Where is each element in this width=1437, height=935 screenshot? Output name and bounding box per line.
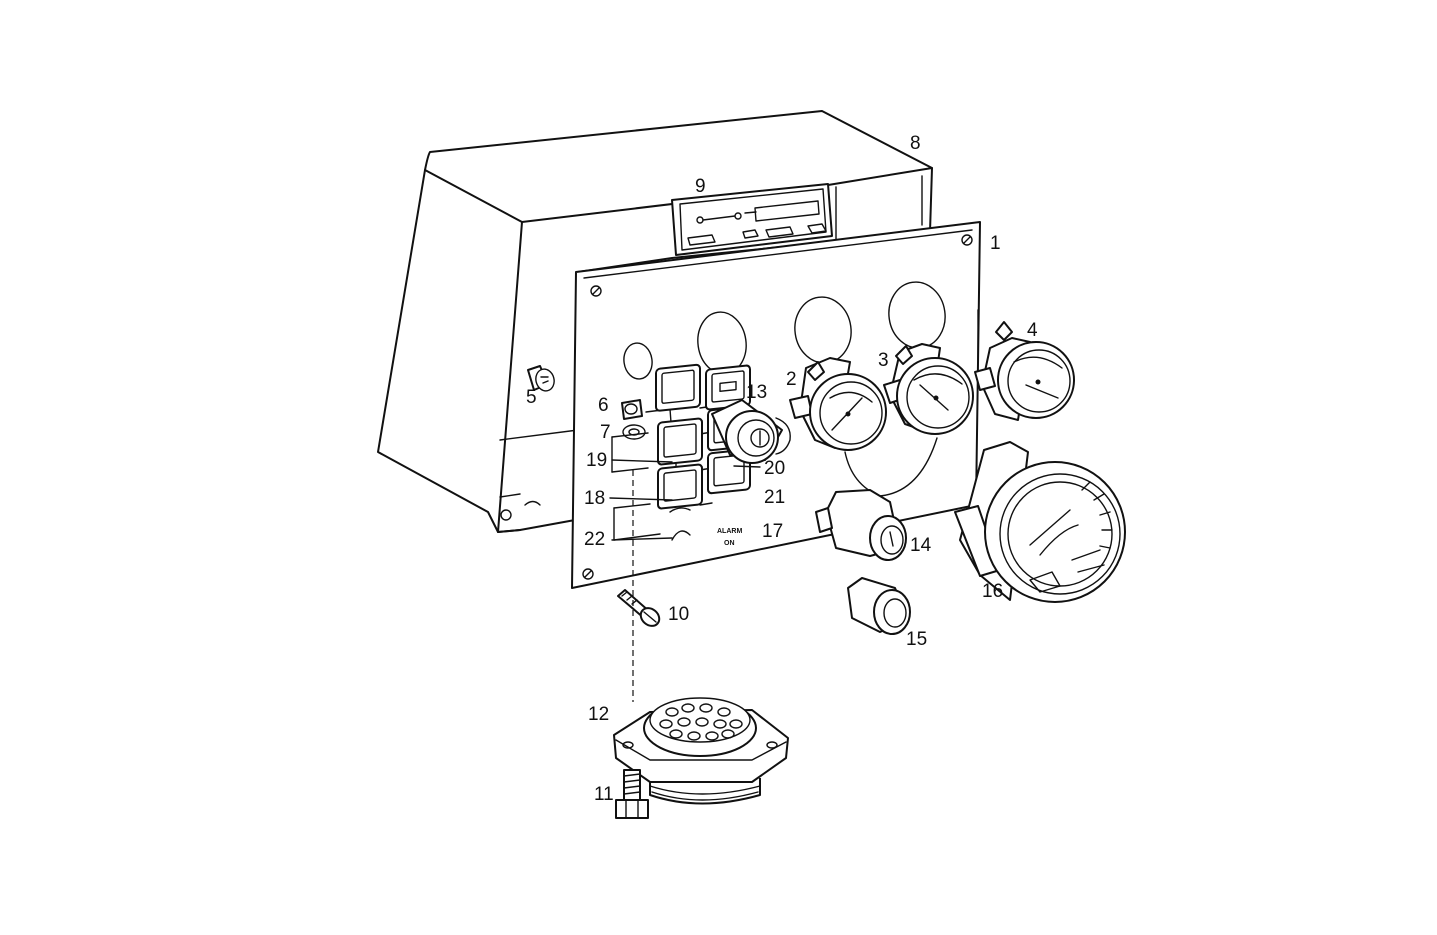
callout-14: 14	[910, 535, 932, 556]
callout-2: 2	[786, 369, 797, 390]
part-5-plug	[527, 365, 555, 392]
callout-13: 13	[746, 382, 767, 403]
callout-6: 6	[598, 395, 609, 416]
gauge-2	[789, 357, 887, 451]
switch-20[interactable]	[705, 364, 751, 411]
callout-1: 1	[990, 233, 1001, 254]
pushbutton-14	[815, 489, 907, 561]
callout-22: 22	[584, 529, 605, 550]
switch-18[interactable]	[657, 417, 703, 513]
switch-22[interactable]	[657, 463, 703, 541]
alarm-text: ALARM	[717, 528, 742, 535]
switch-19[interactable]	[655, 363, 701, 475]
gauge-3	[883, 343, 974, 435]
on-text: ON	[724, 540, 735, 547]
callout-15: 15	[906, 629, 927, 650]
connector-12	[613, 697, 789, 805]
callout-4: 4	[1027, 320, 1038, 341]
callout-9: 9	[695, 176, 706, 197]
part-6-nut	[621, 399, 643, 420]
callout-5: 5	[526, 387, 537, 408]
callouts: 1 2 3 4 5 6 7 8 9 10 11 12 13 14 15 16 1…	[526, 133, 1038, 805]
callout-8: 8	[910, 133, 921, 154]
bolt-11	[615, 769, 649, 819]
gauge-4	[974, 321, 1075, 421]
callout-17: 17	[762, 521, 783, 542]
callout-19: 19	[586, 450, 607, 471]
callout-3: 3	[878, 350, 889, 371]
callout-10: 10	[668, 604, 689, 625]
screw-10	[617, 589, 661, 627]
leader-lines	[609, 309, 979, 541]
connector-pins	[659, 703, 743, 741]
pushbutton-15	[847, 577, 911, 635]
callout-12: 12	[588, 704, 609, 725]
callout-7: 7	[600, 422, 611, 443]
callout-16: 16	[982, 581, 1003, 602]
panel-hole	[623, 342, 653, 380]
callout-21: 21	[764, 487, 785, 508]
key-switch-13	[711, 399, 791, 464]
callout-18: 18	[584, 488, 605, 509]
part-7-washer	[622, 424, 646, 440]
gauge-16-tachometer	[954, 441, 1126, 603]
callout-11: 11	[594, 784, 614, 805]
callout-20: 20	[764, 458, 785, 479]
top-plate	[671, 183, 833, 256]
